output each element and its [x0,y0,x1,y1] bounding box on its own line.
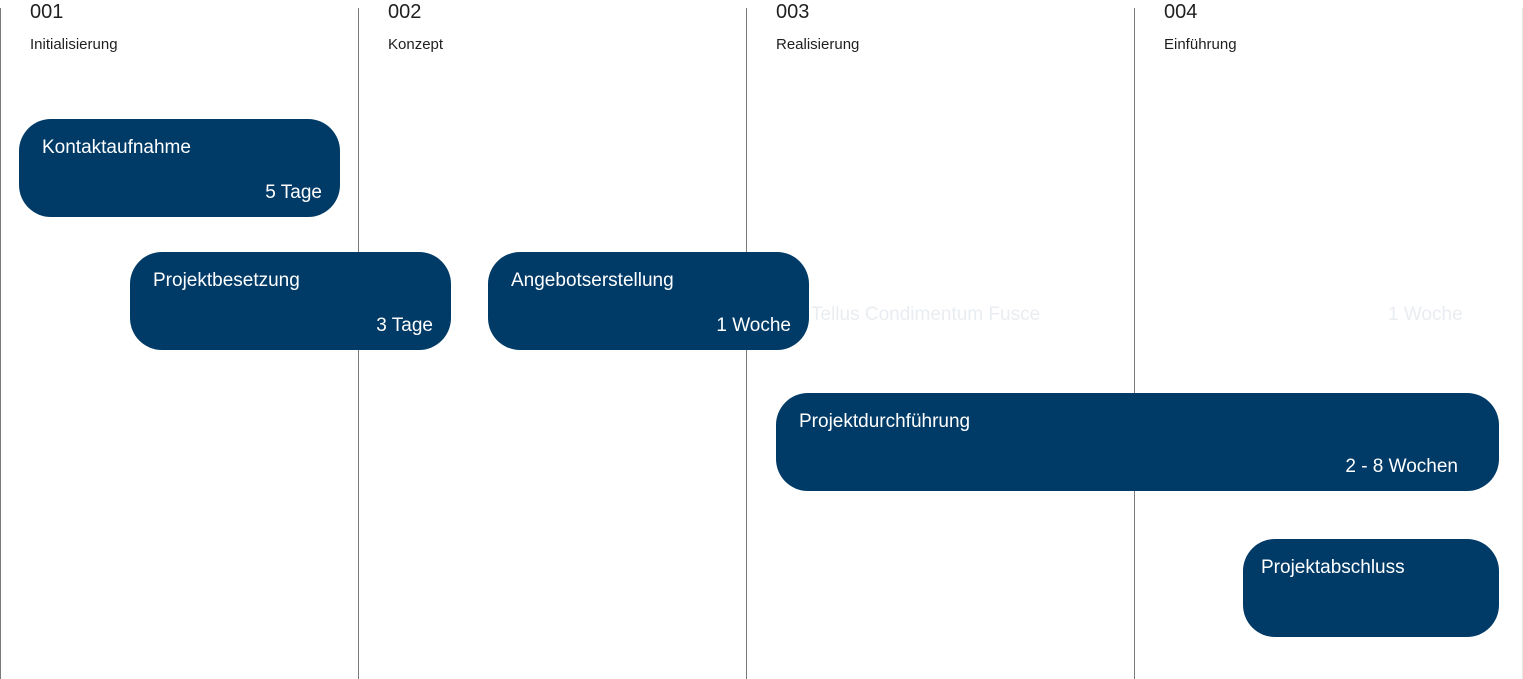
phase-name: Einführung [1164,36,1237,53]
phase-header-4: 004 Einführung [1164,0,1237,54]
phase-header-3: 003 Realisierung [776,0,859,54]
task-title: Angebotserstellung [511,270,674,291]
task-projektabschluss[interactable]: Projektabschluss [1243,539,1499,637]
phase-number: 003 [776,1,810,23]
phase-number: 004 [1164,1,1198,23]
task-duration: 3 Tage [376,315,433,336]
task-title: Projektabschluss [1261,557,1405,578]
task-duration: 1 Woche [716,315,791,336]
phase-name: Konzept [388,36,444,53]
task-duration: 5 Tage [265,182,322,203]
task-title: Kontaktaufnahme [42,137,191,158]
task-kontaktaufnahme[interactable]: Kontaktaufnahme 5 Tage [19,119,340,217]
phase-number: 002 [388,1,422,23]
task-title: Projektdurchführung [799,411,971,432]
phase-divider-3 [1134,8,1135,679]
ghost-task-duration: 1 Woche [1388,304,1463,325]
ghost-task-title: Tellus Condimentum Fusce [811,304,1041,325]
task-duration: 2 - 8 Wochen [1345,456,1458,477]
phase-number: 001 [30,1,64,23]
task-title: Projektbesetzung [153,270,300,291]
task-projektbesetzung[interactable]: Projektbesetzung 3 Tage [130,252,451,350]
task-projektdurchfuehrung[interactable]: Projektdurchführung 2 - 8 Wochen [776,393,1499,491]
phase-header-1: 001 Initialisierung [30,0,118,54]
phase-header-2: 002 Konzept [388,0,443,54]
task-angebotserstellung[interactable]: Angebotserstellung 1 Woche [488,252,809,350]
phase-name: Realisierung [776,36,860,53]
phase-name: Initialisierung [30,36,118,53]
phase-divider-start [0,8,1,679]
